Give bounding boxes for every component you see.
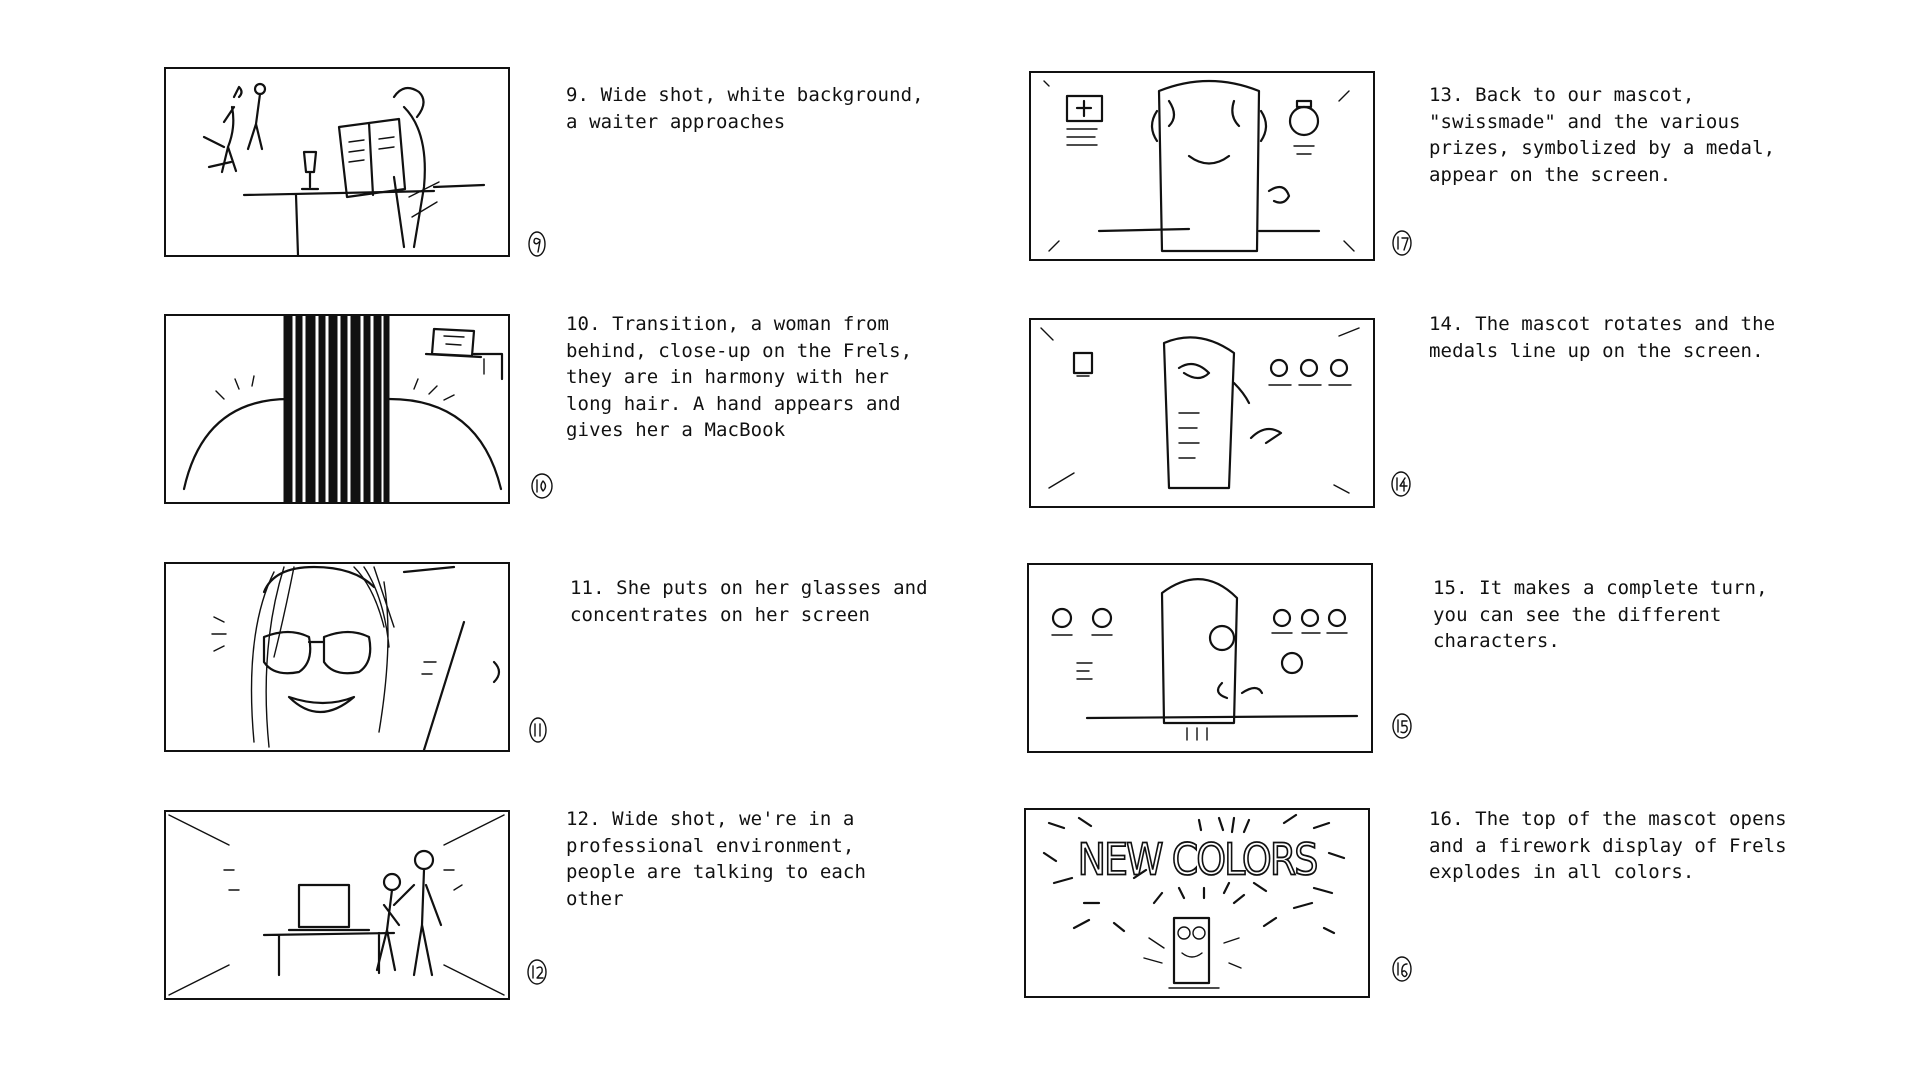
frame-number-9 bbox=[525, 230, 549, 258]
storyboard-frame-10 bbox=[164, 314, 510, 504]
storyboard-frame-14 bbox=[1029, 318, 1375, 508]
storyboard-frame-9 bbox=[164, 67, 510, 257]
frame-description-9: 9. Wide shot, white background, a waiter… bbox=[566, 84, 924, 133]
frame-number-13 bbox=[1390, 229, 1414, 257]
frame-description-11: 11. She puts on her glasses and concentr… bbox=[570, 577, 928, 626]
frame-number-12 bbox=[525, 958, 549, 986]
storyboard-frame-16: NEW COLORS bbox=[1024, 808, 1370, 998]
storyboard-frame-13 bbox=[1029, 71, 1375, 261]
frame-number-14 bbox=[1389, 470, 1413, 498]
frame-number-16 bbox=[1390, 955, 1414, 983]
storyboard-frame-11 bbox=[164, 562, 510, 752]
frame-description-15: 15. It makes a complete turn, you can se… bbox=[1433, 577, 1768, 652]
new-colors-sketch-text: NEW COLORS bbox=[1078, 834, 1317, 885]
frame-description-10: 10. Transition, a woman from behind, clo… bbox=[566, 313, 913, 441]
frame-number-11 bbox=[526, 716, 550, 744]
frame-description-16: 16. The top of the mascot opens and a fi… bbox=[1429, 808, 1787, 883]
frame-number-15 bbox=[1390, 712, 1414, 740]
frame-description-14: 14. The mascot rotates and the medals li… bbox=[1429, 313, 1776, 362]
frame-description-13: 13. Back to our mascot, "swissmade" and … bbox=[1429, 84, 1776, 186]
frame-number-10 bbox=[530, 472, 554, 500]
storyboard-frame-15 bbox=[1027, 563, 1373, 753]
storyboard-frame-12 bbox=[164, 810, 510, 1000]
frame-description-12: 12. Wide shot, we're in a professional e… bbox=[566, 808, 867, 910]
